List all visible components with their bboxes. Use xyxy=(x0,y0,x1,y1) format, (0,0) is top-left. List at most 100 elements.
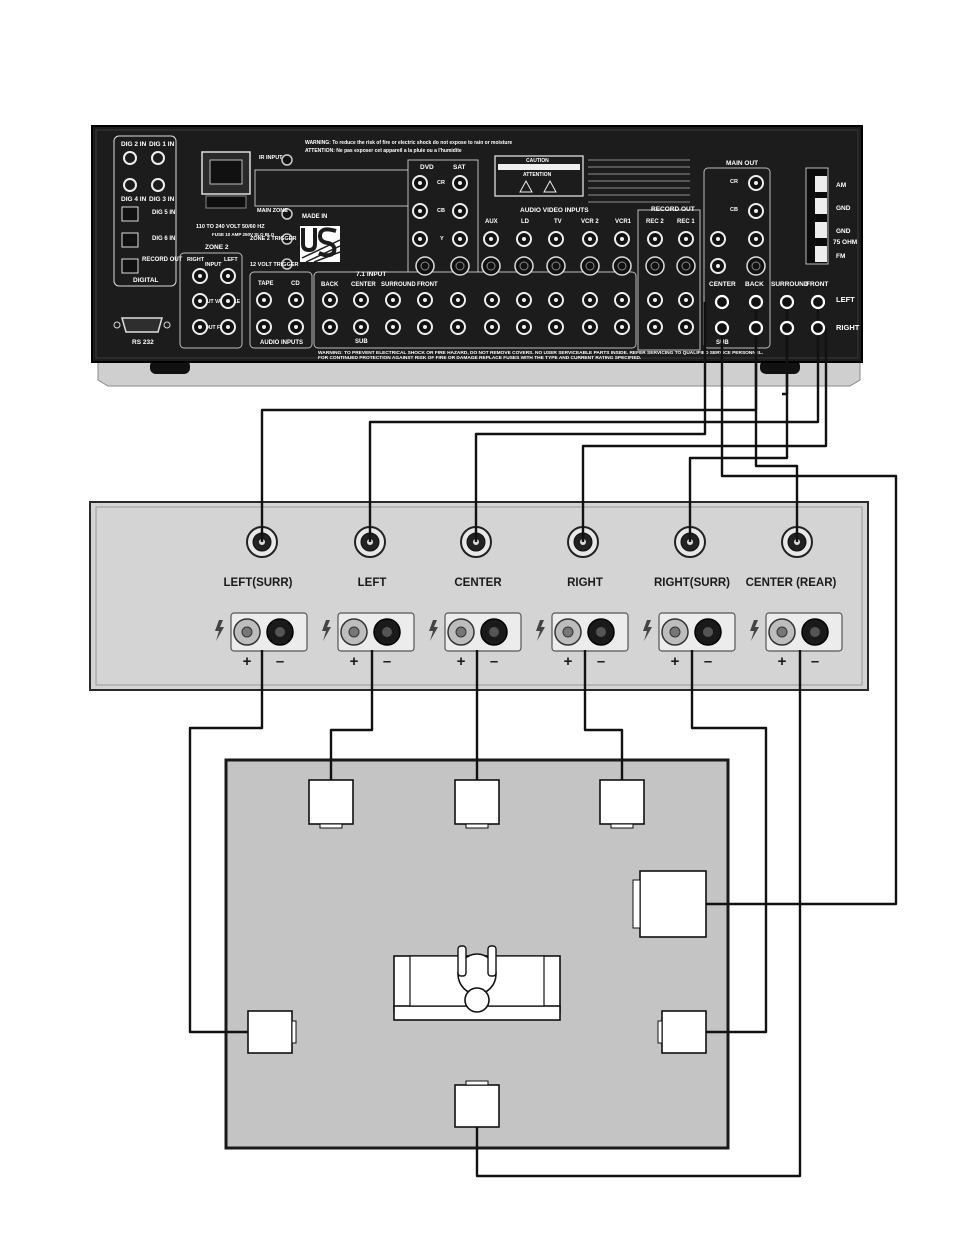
input-71-jack[interactable] xyxy=(647,319,663,335)
connection-wires xyxy=(188,302,898,1178)
zone2-jack[interactable] xyxy=(192,268,208,284)
input-71-jack[interactable] xyxy=(614,292,630,308)
s-video-jack[interactable] xyxy=(580,256,600,276)
audio-input-jack[interactable] xyxy=(256,292,272,308)
zone2-jack[interactable] xyxy=(220,268,236,284)
component-jack[interactable] xyxy=(452,175,468,191)
input-71-jack[interactable] xyxy=(678,319,694,335)
caution-box xyxy=(494,155,584,197)
binding-post-negative[interactable] xyxy=(266,618,294,646)
main-cb-label: CB xyxy=(730,207,738,213)
binding-post-negative[interactable] xyxy=(587,618,615,646)
main-out-s-video-jack[interactable] xyxy=(746,256,766,276)
binding-post-positive[interactable] xyxy=(661,618,689,646)
cd-label: CD xyxy=(291,281,300,287)
zone2-jack[interactable] xyxy=(220,319,236,335)
digital-jacks[interactable] xyxy=(123,151,165,192)
av-video-jack[interactable] xyxy=(582,231,598,247)
input-71-jack[interactable] xyxy=(450,292,466,308)
av-inputs-label: AUDIO VIDEO INPUTS xyxy=(520,207,589,214)
receiver-pre-out-jacks[interactable] xyxy=(714,294,826,336)
main-out-video-jack[interactable] xyxy=(748,203,764,219)
input-71-jack[interactable] xyxy=(614,319,630,335)
component-jack[interactable] xyxy=(412,231,428,247)
audio-input-jack[interactable] xyxy=(256,319,272,335)
zone2-jack[interactable] xyxy=(192,319,208,335)
main-out-video-jack[interactable] xyxy=(748,231,764,247)
zone2-jack[interactable] xyxy=(192,293,208,309)
binding-post-negative[interactable] xyxy=(694,618,722,646)
binding-post-positive[interactable] xyxy=(447,618,475,646)
component-jack[interactable] xyxy=(452,203,468,219)
av-video-jack[interactable] xyxy=(516,231,532,247)
rca-jacks[interactable] xyxy=(192,175,766,335)
av-video-jack[interactable] xyxy=(548,231,564,247)
speaker-surround-left xyxy=(247,1010,297,1054)
minus-label: – xyxy=(383,653,391,670)
input-71-jack[interactable] xyxy=(582,319,598,335)
out-center-label: CENTER xyxy=(709,281,736,288)
component-jack[interactable] xyxy=(412,175,428,191)
s-video-jack[interactable] xyxy=(415,256,435,276)
av-video-jack[interactable] xyxy=(483,231,499,247)
input-71-jack[interactable] xyxy=(582,292,598,308)
ohm75-label: 75 OHM xyxy=(833,239,857,246)
input-71-jack[interactable] xyxy=(322,292,338,308)
input-71-jack[interactable] xyxy=(647,292,663,308)
input-71-jack[interactable] xyxy=(417,292,433,308)
binding-post-negative[interactable] xyxy=(480,618,508,646)
input-71-jack[interactable] xyxy=(353,319,369,335)
input-71-jack[interactable] xyxy=(385,292,401,308)
binding-post-positive[interactable] xyxy=(340,618,368,646)
av-video-jack[interactable] xyxy=(647,231,663,247)
main-out-label: MAIN OUT xyxy=(726,160,758,167)
volt12-trigger-label: 12 VOLT TRIGGER xyxy=(250,262,299,268)
warning-top: WARNING: To reduce the risk of fire or e… xyxy=(305,140,512,146)
input-71-jack[interactable] xyxy=(678,292,694,308)
component-jack[interactable] xyxy=(452,231,468,247)
s-video-jack[interactable] xyxy=(612,256,632,276)
main-out-composite-jack[interactable] xyxy=(710,258,726,274)
optical-jacks[interactable] xyxy=(121,206,139,274)
input-71-jack[interactable] xyxy=(353,292,369,308)
receiver-back-panel: DIG 2 IN DIG 1 IN DIG 4 IN DIG 3 IN DIG … xyxy=(91,125,863,387)
s-video-jack[interactable] xyxy=(481,256,501,276)
y-label: Y xyxy=(440,236,444,242)
binding-post-positive[interactable] xyxy=(768,618,796,646)
audio-input-jack[interactable] xyxy=(288,319,304,335)
in-back-label: BACK xyxy=(321,282,339,288)
amp-channel-label: CENTER (REAR) xyxy=(746,577,837,589)
s-video-jack[interactable] xyxy=(546,256,566,276)
main-out-y-jack[interactable] xyxy=(710,231,726,247)
s-video-jack[interactable] xyxy=(514,256,534,276)
input-71-jack[interactable] xyxy=(450,319,466,335)
binding-post-negative[interactable] xyxy=(801,618,829,646)
input-71-jack[interactable] xyxy=(484,292,500,308)
rs232-port[interactable] xyxy=(121,317,163,333)
input-71-jack[interactable] xyxy=(484,319,500,335)
warning-bottom: WARNING: TO PREVENT ELECTRICAL SHOCK OR … xyxy=(318,350,763,356)
binding-post-positive[interactable] xyxy=(554,618,582,646)
component-jack[interactable] xyxy=(412,203,428,219)
input-71-jack[interactable] xyxy=(417,319,433,335)
s-video-jack[interactable] xyxy=(645,256,665,276)
input-71-jack[interactable] xyxy=(385,319,401,335)
binding-post-negative[interactable] xyxy=(373,618,401,646)
input-71-jack[interactable] xyxy=(516,319,532,335)
trigger-jacks[interactable] xyxy=(281,154,293,270)
zone2-trigger-label: ZONE 2 TRIGGER xyxy=(250,236,296,242)
av-video-jack[interactable] xyxy=(614,231,630,247)
input-71-jack[interactable] xyxy=(322,319,338,335)
speaker-rear-center xyxy=(454,1080,500,1128)
input-71-jack[interactable] xyxy=(548,292,564,308)
binding-post-positive[interactable] xyxy=(233,618,261,646)
av-ld-label: LD xyxy=(521,219,530,225)
av-video-jack[interactable] xyxy=(678,231,694,247)
input-71-jack[interactable] xyxy=(516,292,532,308)
main-out-video-jack[interactable] xyxy=(748,175,764,191)
zone2-jack[interactable] xyxy=(220,293,236,309)
input-71-jack[interactable] xyxy=(548,319,564,335)
s-video-jack[interactable] xyxy=(450,256,470,276)
audio-input-jack[interactable] xyxy=(288,292,304,308)
s-video-jack[interactable] xyxy=(676,256,696,276)
